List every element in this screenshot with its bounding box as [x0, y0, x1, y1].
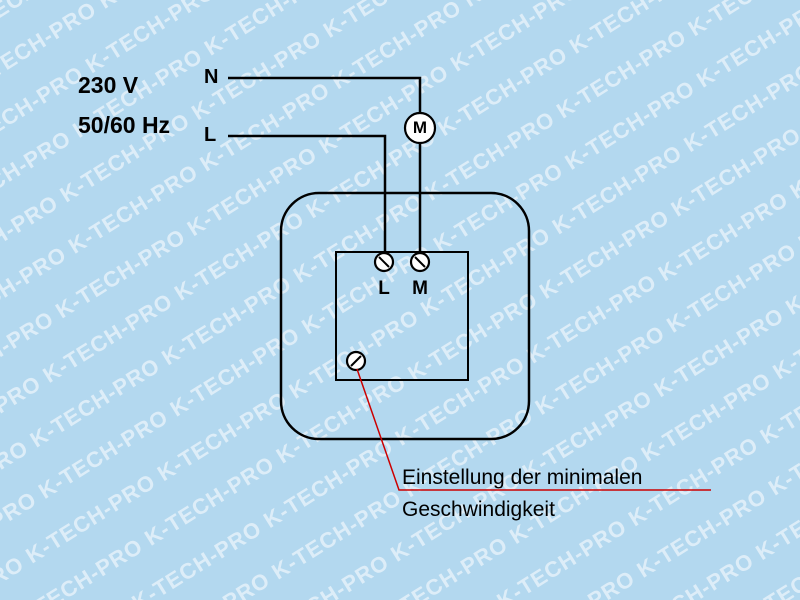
terminal-label-m: M: [412, 278, 428, 299]
annotation-text-line1: Einstellung der minimalen: [402, 466, 643, 489]
live-wire: [228, 134, 387, 255]
motor-label: M: [412, 118, 428, 137]
frequency-label: 50/60 Hz: [78, 112, 171, 138]
annotation-text-line2: Geschwindigkeit: [402, 498, 555, 521]
terminal-screw-l: [373, 251, 395, 273]
neutral-wire-label: N: [204, 66, 219, 88]
terminal-block: [335, 251, 469, 381]
terminal-screw-m-slot: [414, 256, 426, 268]
terminal-screw-l-slot: [378, 256, 390, 268]
device-housing: [279, 191, 531, 441]
live-wire-label: L: [204, 124, 217, 146]
neutral-wire: [228, 76, 422, 113]
annotation-pointer-line: [356, 368, 711, 491]
motor-circle: [403, 111, 437, 145]
terminal-label-l: L: [378, 278, 390, 299]
terminal-screw-m: [409, 251, 431, 273]
min-speed-screw: [345, 350, 367, 372]
voltage-label: 230 V: [78, 72, 139, 98]
min-speed-screw-slot: [350, 355, 362, 367]
